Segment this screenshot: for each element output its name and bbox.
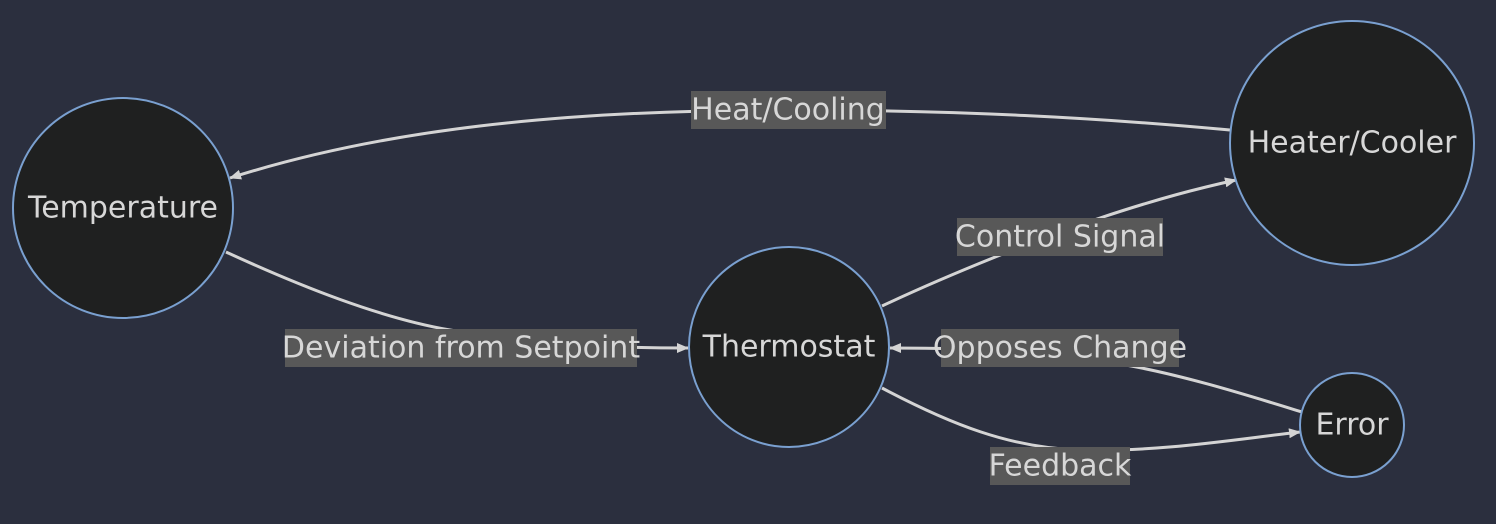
edge-label-opposes-change-text: Opposes Change [933,331,1187,366]
edge-label-heat-cooling-bg [691,91,886,129]
node-thermostat-circle [688,246,890,448]
node-error: Error [1299,372,1405,478]
node-temperature-circle [12,97,234,319]
edge-label-control-signal-text: Control Signal [955,220,1165,255]
node-thermostat: Thermostat [688,246,890,448]
node-heater-cooler-label: Heater/Cooler [1248,126,1458,161]
node-temperature: Temperature [12,97,234,319]
edge-label-feedback-text: Feedback [989,449,1132,484]
edge-label-feedback: Feedback [989,447,1132,485]
node-heater-cooler: Heater/Cooler [1229,20,1475,266]
edge-label-deviation-text: Deviation from Setpoint [282,331,640,366]
edge-label-feedback-bg [990,447,1130,485]
node-thermostat-label: Thermostat [702,330,876,365]
node-error-label: Error [1315,408,1389,443]
edge-label-deviation-bg [285,329,637,367]
edge-feedback [881,386,1301,452]
edge-label-deviation-from-setpoint: Deviation from Setpoint [282,329,640,367]
edge-label-opposes-change-bg [941,329,1179,367]
node-heater-cooler-circle [1229,20,1475,266]
node-error-circle [1299,372,1405,478]
edge-label-control-signal: Control Signal [955,218,1165,256]
edge-label-opposes-change: Opposes Change [933,329,1187,367]
node-temperature-label: Temperature [27,191,218,226]
edge-label-heat-cooling-text: Heat/Cooling [691,93,885,128]
edge-label-control-signal-bg [957,218,1163,256]
edge-label-heat-cooling: Heat/Cooling [691,91,886,129]
